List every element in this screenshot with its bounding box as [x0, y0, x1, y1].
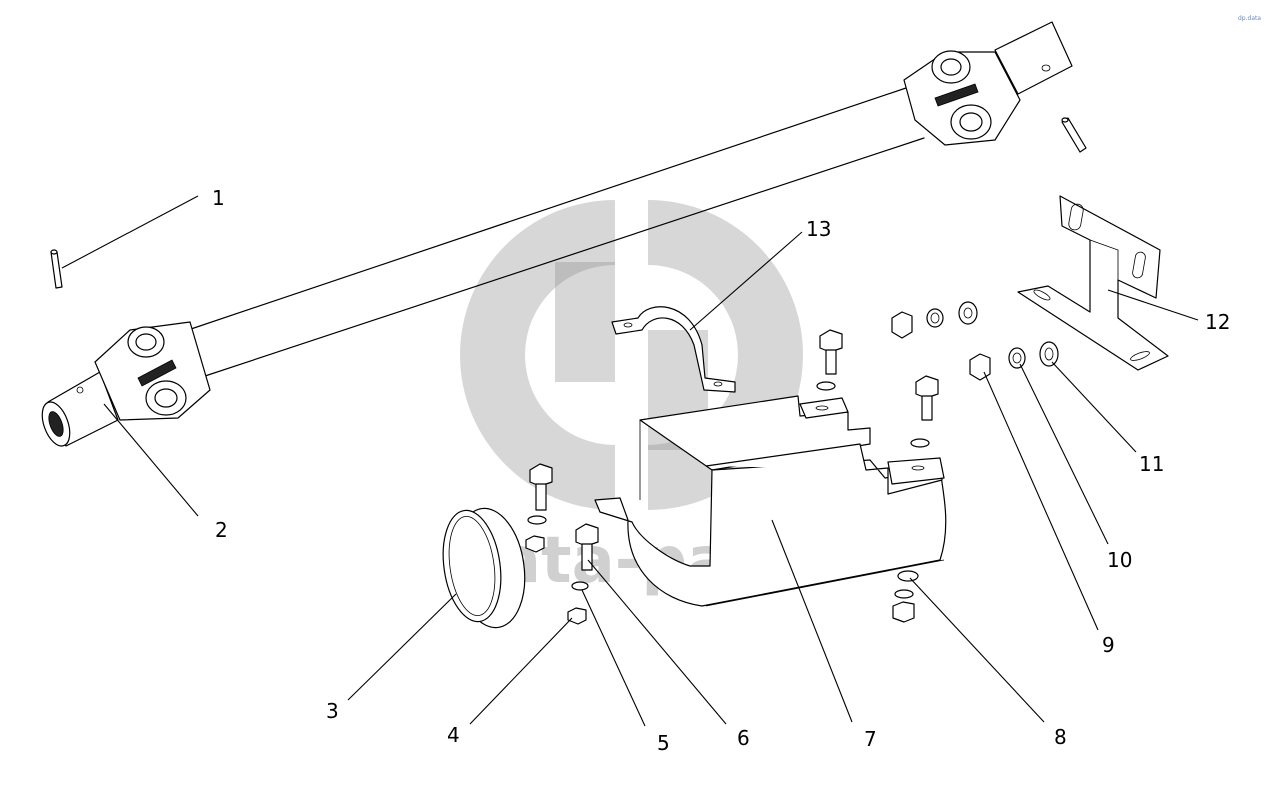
callout-4: 4	[447, 723, 460, 747]
corner-watermark: dp.data	[1238, 15, 1261, 22]
callout-10: 10	[1107, 548, 1132, 572]
callout-2: 2	[215, 518, 228, 542]
washer-guard-right	[910, 438, 930, 448]
upper-clamp-13	[611, 306, 736, 393]
callout-5: 5	[657, 731, 670, 755]
washer-8b	[894, 589, 914, 599]
callout-8: 8	[1054, 725, 1067, 749]
callout-9: 9	[1102, 633, 1115, 657]
bolt-6	[575, 523, 599, 571]
nut-upper	[891, 311, 913, 339]
washer-guard-upper	[816, 381, 836, 391]
callout-11: 11	[1139, 452, 1164, 476]
spring-pin-left	[50, 249, 63, 289]
callout-6: 6	[737, 726, 750, 750]
lock-washer-10	[1008, 347, 1026, 369]
nut-left-top	[525, 535, 545, 553]
lock-washer-upper	[926, 308, 944, 328]
nut-9	[969, 353, 991, 381]
nut-4	[567, 607, 587, 625]
bearing-ring	[442, 507, 526, 629]
shaft-guard-7	[594, 395, 947, 607]
drive-shaft	[41, 21, 1073, 447]
callout-13: 13	[806, 217, 831, 241]
flat-washer-upper	[958, 301, 978, 325]
bolt-left-top	[529, 463, 553, 511]
bolt-guard-right	[915, 375, 939, 421]
spring-pin-right	[1061, 117, 1087, 153]
mounting-bracket-12	[1017, 195, 1169, 371]
callout-7: 7	[864, 727, 877, 751]
washer-8	[897, 570, 919, 582]
callout-3: 3	[326, 699, 339, 723]
callout-12: 12	[1205, 310, 1230, 334]
washer-5	[571, 581, 589, 591]
callout-1: 1	[212, 186, 225, 210]
washer-left-top	[527, 515, 547, 525]
nut-8	[892, 601, 915, 623]
flat-washer-11	[1039, 341, 1059, 367]
bolt-guard-upper	[819, 329, 843, 375]
leader-lines	[61, 195, 1199, 727]
